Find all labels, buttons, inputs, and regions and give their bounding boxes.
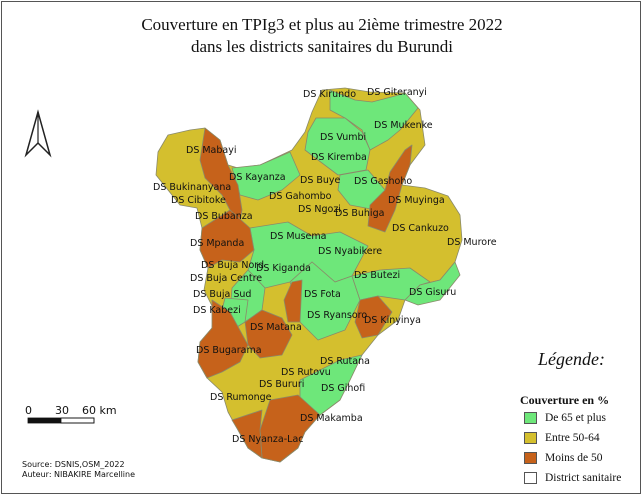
district-label-ds-kinyinya: DS Kinyinya — [364, 315, 421, 326]
scale-tick-0: 0 — [25, 404, 32, 417]
region-low — [283, 279, 303, 323]
district-label-ds-mukenke: DS Mukenke — [374, 120, 433, 131]
source-line: Source: DSNIS,OSM_2022 — [22, 460, 125, 469]
district-label-ds-giteranyi: DS Giteranyi — [367, 87, 427, 98]
scale-bar — [27, 417, 95, 424]
legend-label-low: Moins de 50 — [545, 452, 603, 464]
district-label-ds-cibitoke: DS Cibitoke — [171, 195, 226, 206]
district-label-ds-mabayi: DS Mabayi — [186, 145, 237, 156]
district-label-ds-buhiga: DS Buhiga — [335, 208, 384, 219]
district-label-ds-muyinga: DS Muyinga — [388, 195, 445, 206]
district-label-ds-mpanda: DS Mpanda — [190, 238, 244, 249]
legend-item-mid: Entre 50-64 — [524, 431, 600, 445]
district-label-ds-makamba: DS Makamba — [300, 413, 363, 424]
district-label-ds-kiremba: DS Kiremba — [311, 152, 367, 163]
district-label-ds-buja-centre: DS Buja Centre — [190, 273, 262, 284]
map-title: Couverture en TPIg3 et plus au 2ième tri… — [0, 14, 644, 58]
district-label-ds-rumonge: DS Rumonge — [210, 392, 272, 403]
title-line-2: dans les districts sanitaires du Burundi — [190, 37, 454, 56]
region-low — [244, 309, 293, 359]
district-label-ds-ryansoro: DS Ryansoro — [307, 310, 367, 321]
district-label-ds-nyabikere: DS Nyabikere — [318, 246, 382, 257]
district-label-ds-kabezi: DS Kabezi — [193, 305, 241, 316]
legend-swatch-district — [524, 472, 537, 484]
district-label-ds-buja-sud: DS Buja Sud — [193, 289, 251, 300]
district-label-ds-rutovu: DS Rutovu — [281, 367, 331, 378]
region-low — [231, 409, 263, 459]
district-label-ds-matana: DS Matana — [250, 322, 302, 333]
district-label-ds-gihofi: DS Gihofi — [321, 383, 365, 394]
district-label-ds-butezi: DS Butezi — [354, 270, 400, 281]
district-label-ds-buye: DS Buye — [300, 175, 341, 186]
legend-swatch-low — [524, 452, 537, 464]
district-label-ds-rutana: DS Rutana — [320, 356, 370, 367]
district-label-ds-nyanza-lac: DS Nyanza-Lac — [232, 434, 304, 445]
district-label-ds-buja-nord: DS Buja Nord — [201, 260, 264, 271]
district-label-ds-gisuru: DS Gisuru — [409, 287, 456, 298]
region-low — [367, 144, 413, 233]
district-label-ds-kiganda: DS Kiganda — [256, 263, 311, 274]
region-low — [199, 209, 255, 269]
district-label-ds-bururi: DS Bururi — [259, 379, 304, 390]
region-low — [197, 299, 249, 379]
district-label-ds-bukinanyana: DS Bukinanyana — [153, 182, 231, 193]
legend-item-district: District sanitaire — [524, 471, 621, 485]
scale-tick-60: 60 km — [82, 404, 117, 417]
scale-tick-30: 30 — [55, 404, 69, 417]
district-label-ds-kayanza: DS Kayanza — [229, 172, 286, 183]
legend-swatch-mid — [524, 432, 537, 444]
author-line: Auteur: NIBAKIRE Marcelline — [22, 470, 136, 479]
legend-label-district: District sanitaire — [545, 472, 622, 484]
district-label-ds-bubanza: DS Bubanza — [195, 211, 253, 222]
district-label-ds-fota: DS Fota — [304, 289, 341, 300]
district-label-ds-murore: DS Murore — [447, 237, 497, 248]
legend-swatch-high — [524, 412, 537, 424]
source-note: Source: DSNIS,OSM_2022 Auteur: NIBAKIRE … — [22, 460, 135, 480]
region-high — [404, 261, 461, 306]
region-high — [231, 151, 301, 201]
north-arrow-icon — [24, 109, 52, 158]
district-label-ds-ngozi: DS Ngozi — [298, 204, 341, 215]
district-label-ds-gahombo: DS Gahombo — [269, 191, 332, 202]
district-label-ds-bugarama: DS Bugarama — [196, 345, 262, 356]
district-label-ds-kirundo: DS Kirundo — [303, 89, 356, 100]
legend-label-high: De 65 et plus — [545, 412, 607, 424]
district-label-ds-gashoho: DS Gashoho — [354, 176, 412, 187]
district-label-ds-vumbi: DS Vumbi — [320, 132, 366, 143]
district-label-ds-musema: DS Musema — [270, 231, 326, 242]
district-label-ds-cankuzo: DS Cankuzo — [392, 223, 449, 234]
legend-item-high: De 65 et plus — [524, 411, 606, 425]
legend-label-mid: Entre 50-64 — [545, 432, 600, 444]
legend-subtitle: Couverture en % — [520, 393, 610, 407]
legend-title: Légende: — [538, 349, 605, 369]
legend-item-low: Moins de 50 — [524, 451, 603, 465]
title-line-1: Couverture en TPIg3 et plus au 2ième tri… — [141, 15, 503, 34]
region-low — [354, 295, 393, 339]
